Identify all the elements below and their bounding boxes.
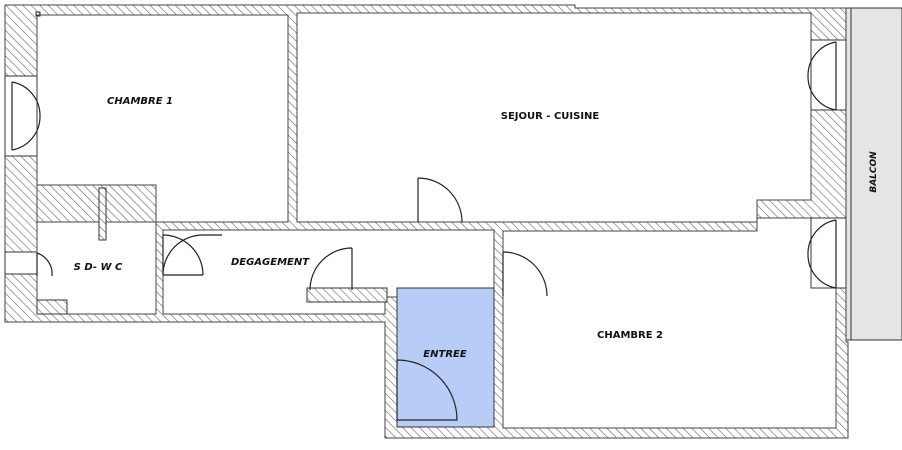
door-degagement-entry xyxy=(309,247,353,291)
label-entree: ENTREE xyxy=(423,349,467,360)
balcony-area xyxy=(845,7,902,341)
label-sejour: SEJOUR - CUISINE xyxy=(501,111,600,122)
entree-highlight xyxy=(396,287,495,428)
door-chambre2-top xyxy=(807,219,837,255)
label-chambre2: CHAMBRE 2 xyxy=(597,330,663,341)
balcony xyxy=(845,7,902,341)
label-chambre1: CHAMBRE 1 xyxy=(107,96,173,107)
fixtures xyxy=(4,39,847,315)
door-chambre1-bottom xyxy=(11,115,41,151)
door-sejour-bottom xyxy=(807,75,837,111)
door-sejour-entry xyxy=(417,177,463,223)
doors xyxy=(11,41,837,421)
door-degagement-left xyxy=(162,234,222,276)
door-sdwc xyxy=(36,252,53,277)
door-chambre2-entry xyxy=(502,251,548,297)
door-degagement-2 xyxy=(162,234,204,276)
marker xyxy=(35,11,41,17)
door-chambre1-top xyxy=(11,81,41,117)
door-main-entry xyxy=(396,359,458,421)
door-chambre2-bottom xyxy=(807,253,837,289)
label-degagement: DEGAGEMENT xyxy=(231,257,310,268)
door-sejour-top xyxy=(807,41,837,77)
label-sdwc: S D- W C xyxy=(74,262,123,273)
label-balcon: BALCON xyxy=(869,151,879,193)
